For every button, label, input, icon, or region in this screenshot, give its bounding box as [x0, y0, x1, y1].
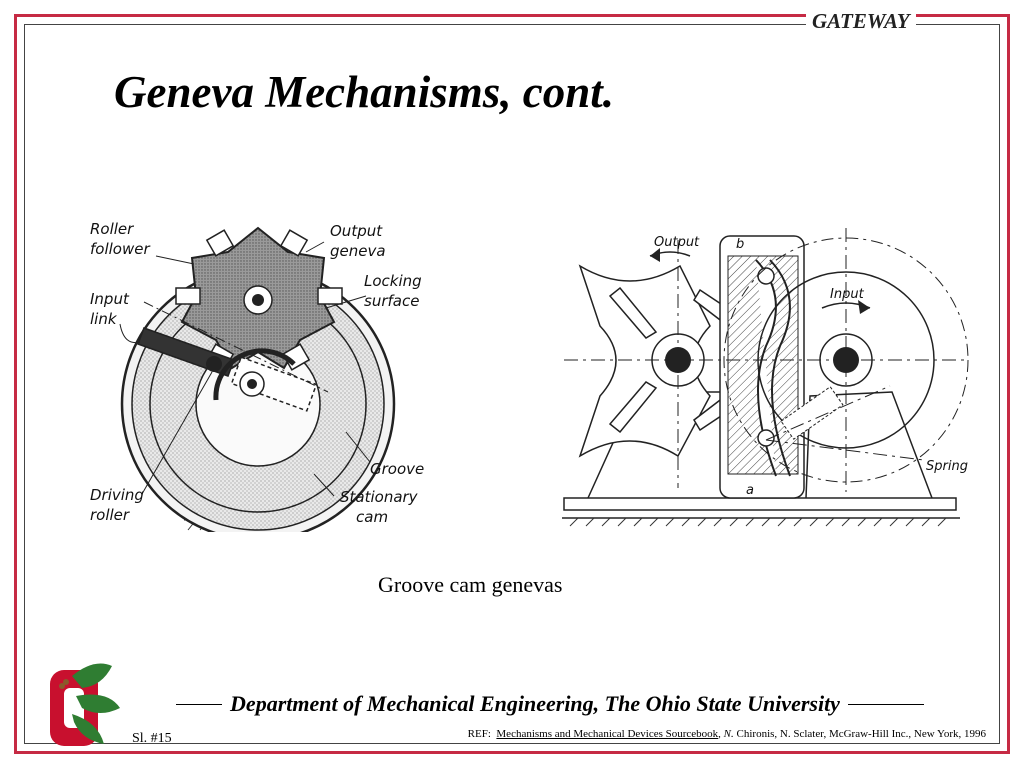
label-input-link-1: Input — [90, 290, 130, 308]
label-b: b — [736, 237, 744, 252]
reference: REF: Mechanisms and Mechanical Devices S… — [467, 728, 986, 740]
inner-frame — [24, 24, 1000, 744]
label-output: Output — [654, 235, 700, 250]
label-stationary-cam-2: cam — [356, 508, 388, 526]
label-spring: Spring — [926, 459, 968, 474]
ref-authors: Chironis, N. Sclater, McGraw-Hill Inc., … — [736, 728, 986, 740]
label-roller-follower-1: Roller — [90, 220, 134, 238]
label-roller-follower-2: follower — [90, 240, 150, 258]
figure-caption: Groove cam genevas — [378, 572, 563, 597]
label-locking-surface-2: surface — [364, 292, 419, 310]
label-driving-roller-2: roller — [90, 506, 130, 524]
ref-book-title: Mechanisms and Mechanical Devices Source… — [496, 728, 719, 740]
slide-title: Geneva Mechanisms, cont. — [114, 67, 614, 117]
input-wheel — [723, 237, 969, 483]
ref-initial: N. — [723, 728, 734, 740]
label-a: a — [746, 483, 754, 498]
label-output-geneva-1: Output — [330, 222, 383, 240]
label-stationary-cam-1: Stationary — [340, 488, 419, 506]
label-locking-surface-1: Locking — [364, 272, 422, 290]
groove-cam-geneva-diagram-right: Output Input Spring b a — [562, 228, 969, 527]
ref-prefix: REF: — [467, 728, 491, 740]
output-geneva — [175, 226, 343, 371]
gateway-brand: GATEWAY — [806, 9, 916, 34]
label-input: Input — [830, 287, 865, 302]
department-line: Department of Mechanical Engineering, Th… — [122, 690, 978, 718]
label-groove: Groove — [370, 460, 424, 478]
department-text: Department of Mechanical Engineering, Th… — [230, 691, 840, 716]
ohio-state-logo-icon — [50, 663, 120, 746]
label-driving-roller-1: Driving — [90, 486, 144, 504]
groove-cam-geneva-diagram-left: Roller follower Output geneva Locking su… — [90, 220, 424, 532]
divider — [176, 703, 223, 705]
divider — [847, 703, 924, 705]
output-geneva-wheel — [578, 264, 738, 458]
label-output-geneva-2: geneva — [330, 242, 386, 260]
outer-frame — [14, 14, 1010, 754]
cam-plate — [719, 235, 805, 499]
input-link — [137, 327, 318, 412]
base-plate — [562, 497, 960, 527]
label-input-link-2: link — [90, 310, 118, 328]
slide-number: Sl. #15 — [132, 731, 172, 746]
